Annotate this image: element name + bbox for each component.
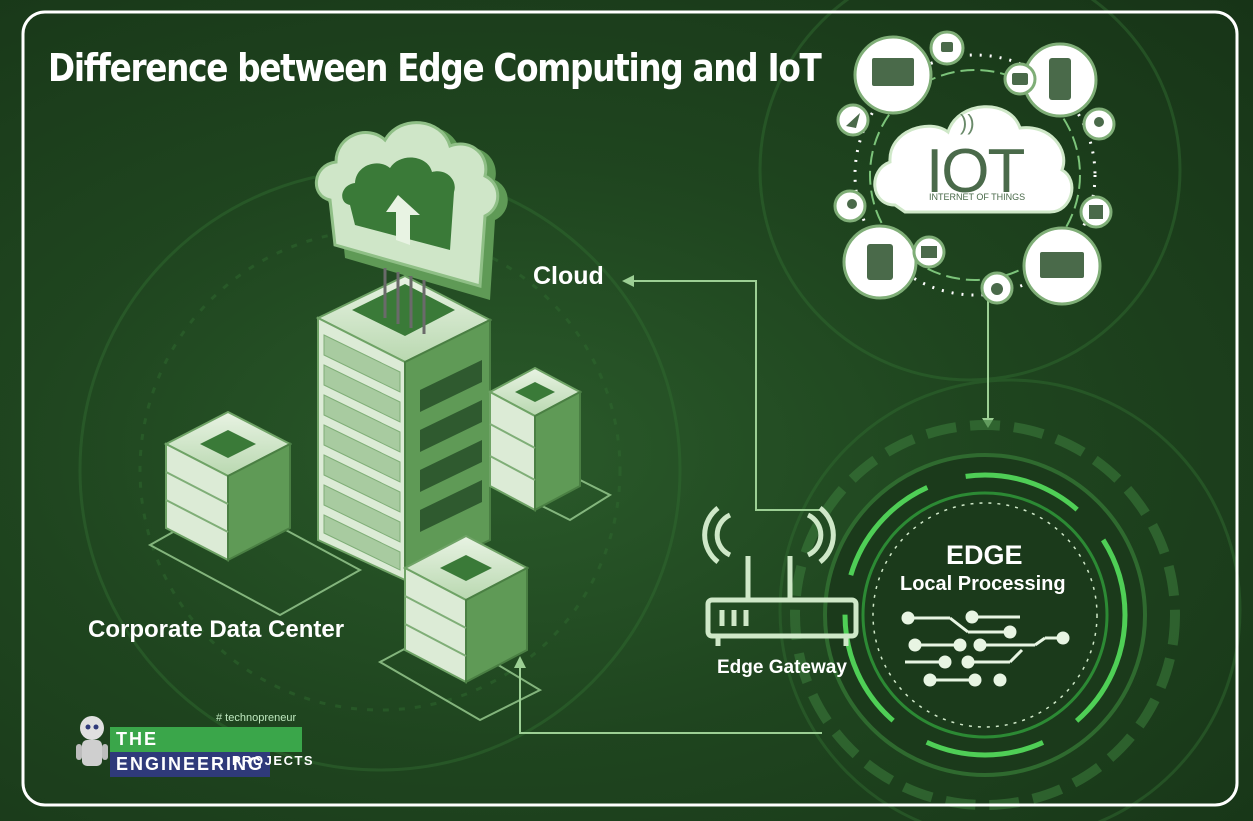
calendar-icon xyxy=(1089,205,1103,219)
robot-logo-icon xyxy=(76,716,108,766)
logo-the: THE xyxy=(116,729,158,749)
server-right xyxy=(487,366,583,512)
pin-icon xyxy=(1094,117,1104,127)
monitor-icon xyxy=(872,58,914,86)
mail-icon xyxy=(921,246,937,258)
search-icon xyxy=(847,199,857,209)
wifi-icon: )) xyxy=(960,110,975,135)
tablet-icon xyxy=(867,244,893,280)
server-front xyxy=(402,534,530,684)
camera-icon xyxy=(1012,73,1028,85)
phone-icon xyxy=(1049,58,1071,100)
page-title: Difference between Edge Computing and Io… xyxy=(48,46,822,90)
server-tower xyxy=(315,274,493,582)
router-icon xyxy=(702,506,859,646)
cloud-label: Cloud xyxy=(533,262,604,290)
navigation-icon xyxy=(846,113,860,128)
laptop-icon xyxy=(1040,252,1084,278)
local-processing-label: Local Processing xyxy=(900,573,1066,595)
circuit-traces xyxy=(901,610,1070,687)
iot-label: IOT xyxy=(926,137,1025,206)
cloud-icon xyxy=(314,121,508,334)
edge-gateway-label: Edge Gateway xyxy=(717,657,847,678)
edge-label: EDGE xyxy=(946,540,1023,570)
logo-wordmark: THE ENGINEERING xyxy=(110,727,302,777)
edge-gear xyxy=(790,420,1180,810)
upload-arrow-icon xyxy=(386,195,420,245)
iot-ring: )) xyxy=(833,30,1116,306)
server-left xyxy=(163,410,293,562)
bell-icon xyxy=(991,283,1003,295)
logo-tagline: # technopreneur xyxy=(216,712,297,724)
frame-border xyxy=(21,10,1239,807)
iot-cloud xyxy=(873,105,1074,214)
logo-projects: PROJECTS xyxy=(232,753,315,768)
corporate-data-center-label: Corporate Data Center xyxy=(88,616,345,643)
iot-sublabel: INTERNET OF THINGS xyxy=(929,192,1026,202)
chat-icon xyxy=(941,42,953,52)
logo-engineering: ENGINEERING xyxy=(110,752,271,777)
